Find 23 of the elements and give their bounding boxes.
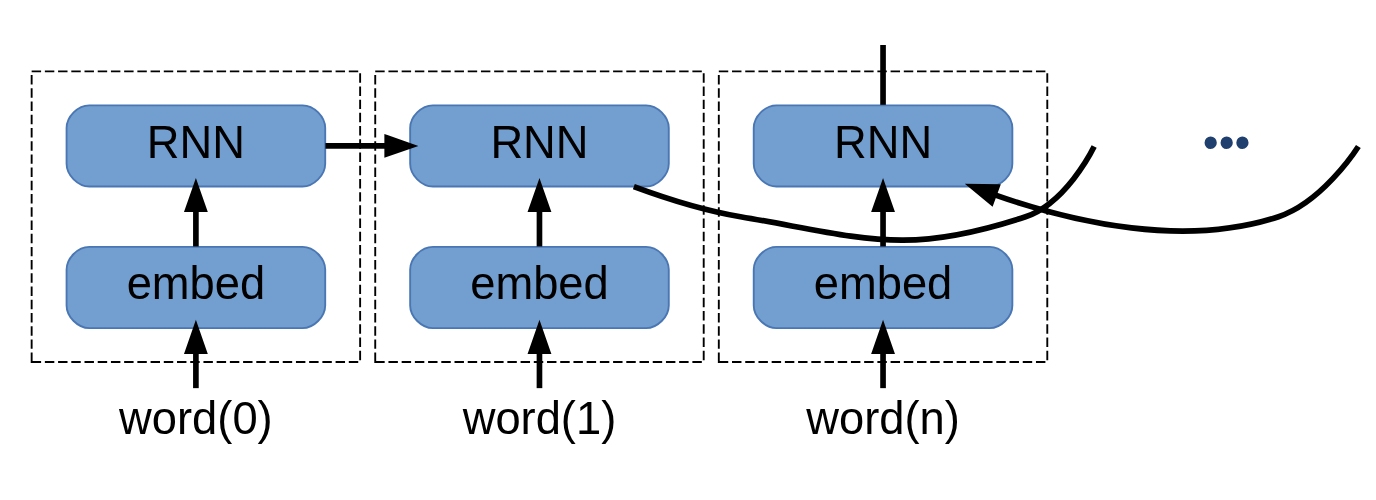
connector [632, 145, 1097, 243]
node-box: embed [752, 245, 1014, 330]
node-text: word(1) [462, 393, 617, 445]
node-box: RNN [65, 104, 327, 188]
node-text: word(n) [806, 393, 960, 445]
node-box: RNN [409, 104, 670, 188]
label: ••• [1202, 116, 1251, 168]
arrow [527, 177, 552, 247]
node-box: embed [409, 245, 670, 330]
node-box: RNN [752, 104, 1014, 188]
arrow [871, 177, 895, 247]
node-box: embed [65, 245, 327, 330]
connector [880, 45, 886, 105]
arrow [183, 177, 208, 247]
arrow [183, 319, 208, 389]
arrow [527, 319, 552, 389]
cluster [717, 70, 1049, 363]
arrow [325, 134, 419, 158]
cluster [374, 70, 705, 363]
arrow [871, 319, 895, 389]
arrow [964, 144, 1361, 234]
node-text: word(0) [119, 393, 273, 445]
cluster [30, 70, 362, 363]
